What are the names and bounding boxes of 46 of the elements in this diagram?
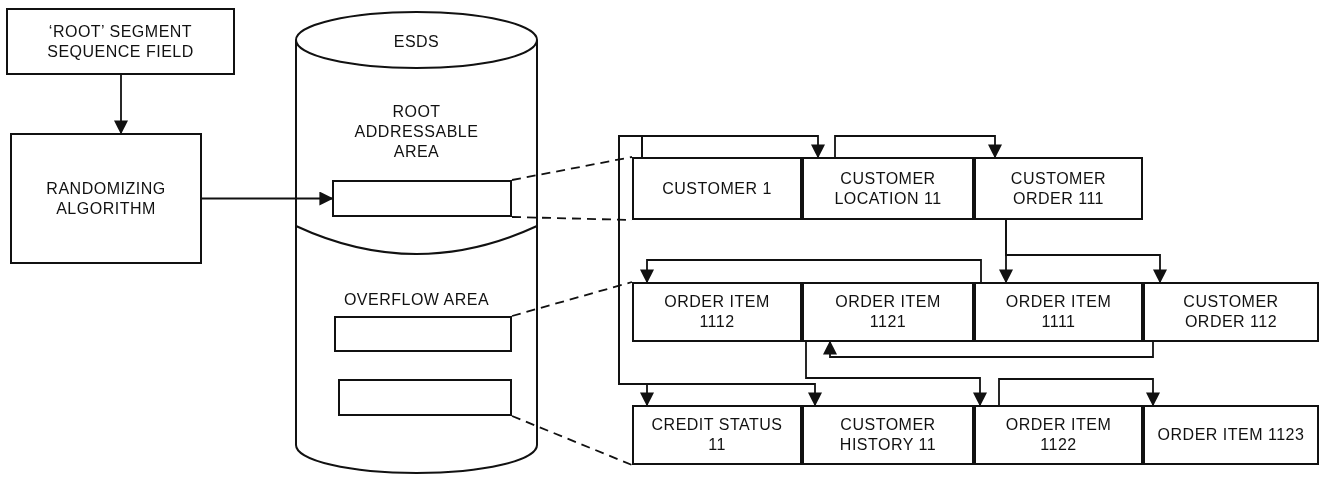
node-label: RANDOMIZING ALGORITHM bbox=[45, 178, 167, 219]
node-label: ROOT ADDRESSABLE AREA bbox=[353, 102, 480, 162]
arrow bbox=[201, 191, 334, 206]
record-block bbox=[332, 180, 512, 217]
arrow bbox=[998, 378, 1160, 407]
arrow bbox=[823, 340, 1154, 358]
node-label: CUSTOMER ORDER 112 bbox=[1182, 292, 1280, 332]
segment-box bbox=[974, 405, 1143, 465]
dashed-line bbox=[511, 156, 633, 221]
arrow bbox=[834, 135, 1002, 159]
record-block bbox=[334, 316, 512, 352]
arrow bbox=[640, 259, 982, 284]
segment-box bbox=[974, 157, 1143, 220]
node-label: ORDER ITEM 1123 bbox=[1157, 425, 1305, 445]
arrow bbox=[805, 341, 987, 407]
dashed-line bbox=[511, 415, 633, 466]
arrow bbox=[1005, 219, 1167, 284]
segment-box bbox=[802, 157, 974, 220]
node-label: ORDER ITEM 1121 bbox=[834, 292, 942, 332]
segment-box bbox=[632, 405, 802, 465]
segment-box bbox=[632, 282, 802, 342]
node-label: CUSTOMER HISTORY 11 bbox=[838, 415, 938, 455]
arrow bbox=[114, 74, 128, 135]
node-label: OVERFLOW AREA bbox=[342, 290, 491, 310]
node-label: CUSTOMER LOCATION 11 bbox=[833, 168, 943, 209]
node-label: CREDIT STATUS 11 bbox=[650, 415, 784, 455]
segment-box bbox=[974, 282, 1143, 342]
segment-box bbox=[802, 282, 974, 342]
process-box bbox=[6, 8, 235, 75]
process-box bbox=[10, 133, 202, 264]
segment-box bbox=[632, 157, 802, 220]
node-label: CUSTOMER 1 bbox=[662, 178, 772, 199]
dashed-line bbox=[511, 281, 633, 317]
node-label: CUSTOMER ORDER 111 bbox=[1009, 168, 1108, 209]
arrow bbox=[641, 135, 825, 159]
database-cylinder bbox=[295, 10, 538, 475]
segment-box bbox=[1143, 405, 1319, 465]
segment-box bbox=[802, 405, 974, 465]
record-block bbox=[338, 379, 512, 416]
node-label: ‘ROOT’ SEGMENT SEQUENCE FIELD bbox=[46, 21, 195, 62]
node-label: ORDER ITEM 1112 bbox=[663, 292, 771, 332]
node-label: ORDER ITEM 1111 bbox=[1004, 292, 1113, 332]
node-label: ESDS bbox=[392, 32, 441, 52]
arrow bbox=[618, 135, 822, 407]
node-label: ORDER ITEM 1122 bbox=[1004, 415, 1113, 455]
segment-box bbox=[1143, 282, 1319, 342]
